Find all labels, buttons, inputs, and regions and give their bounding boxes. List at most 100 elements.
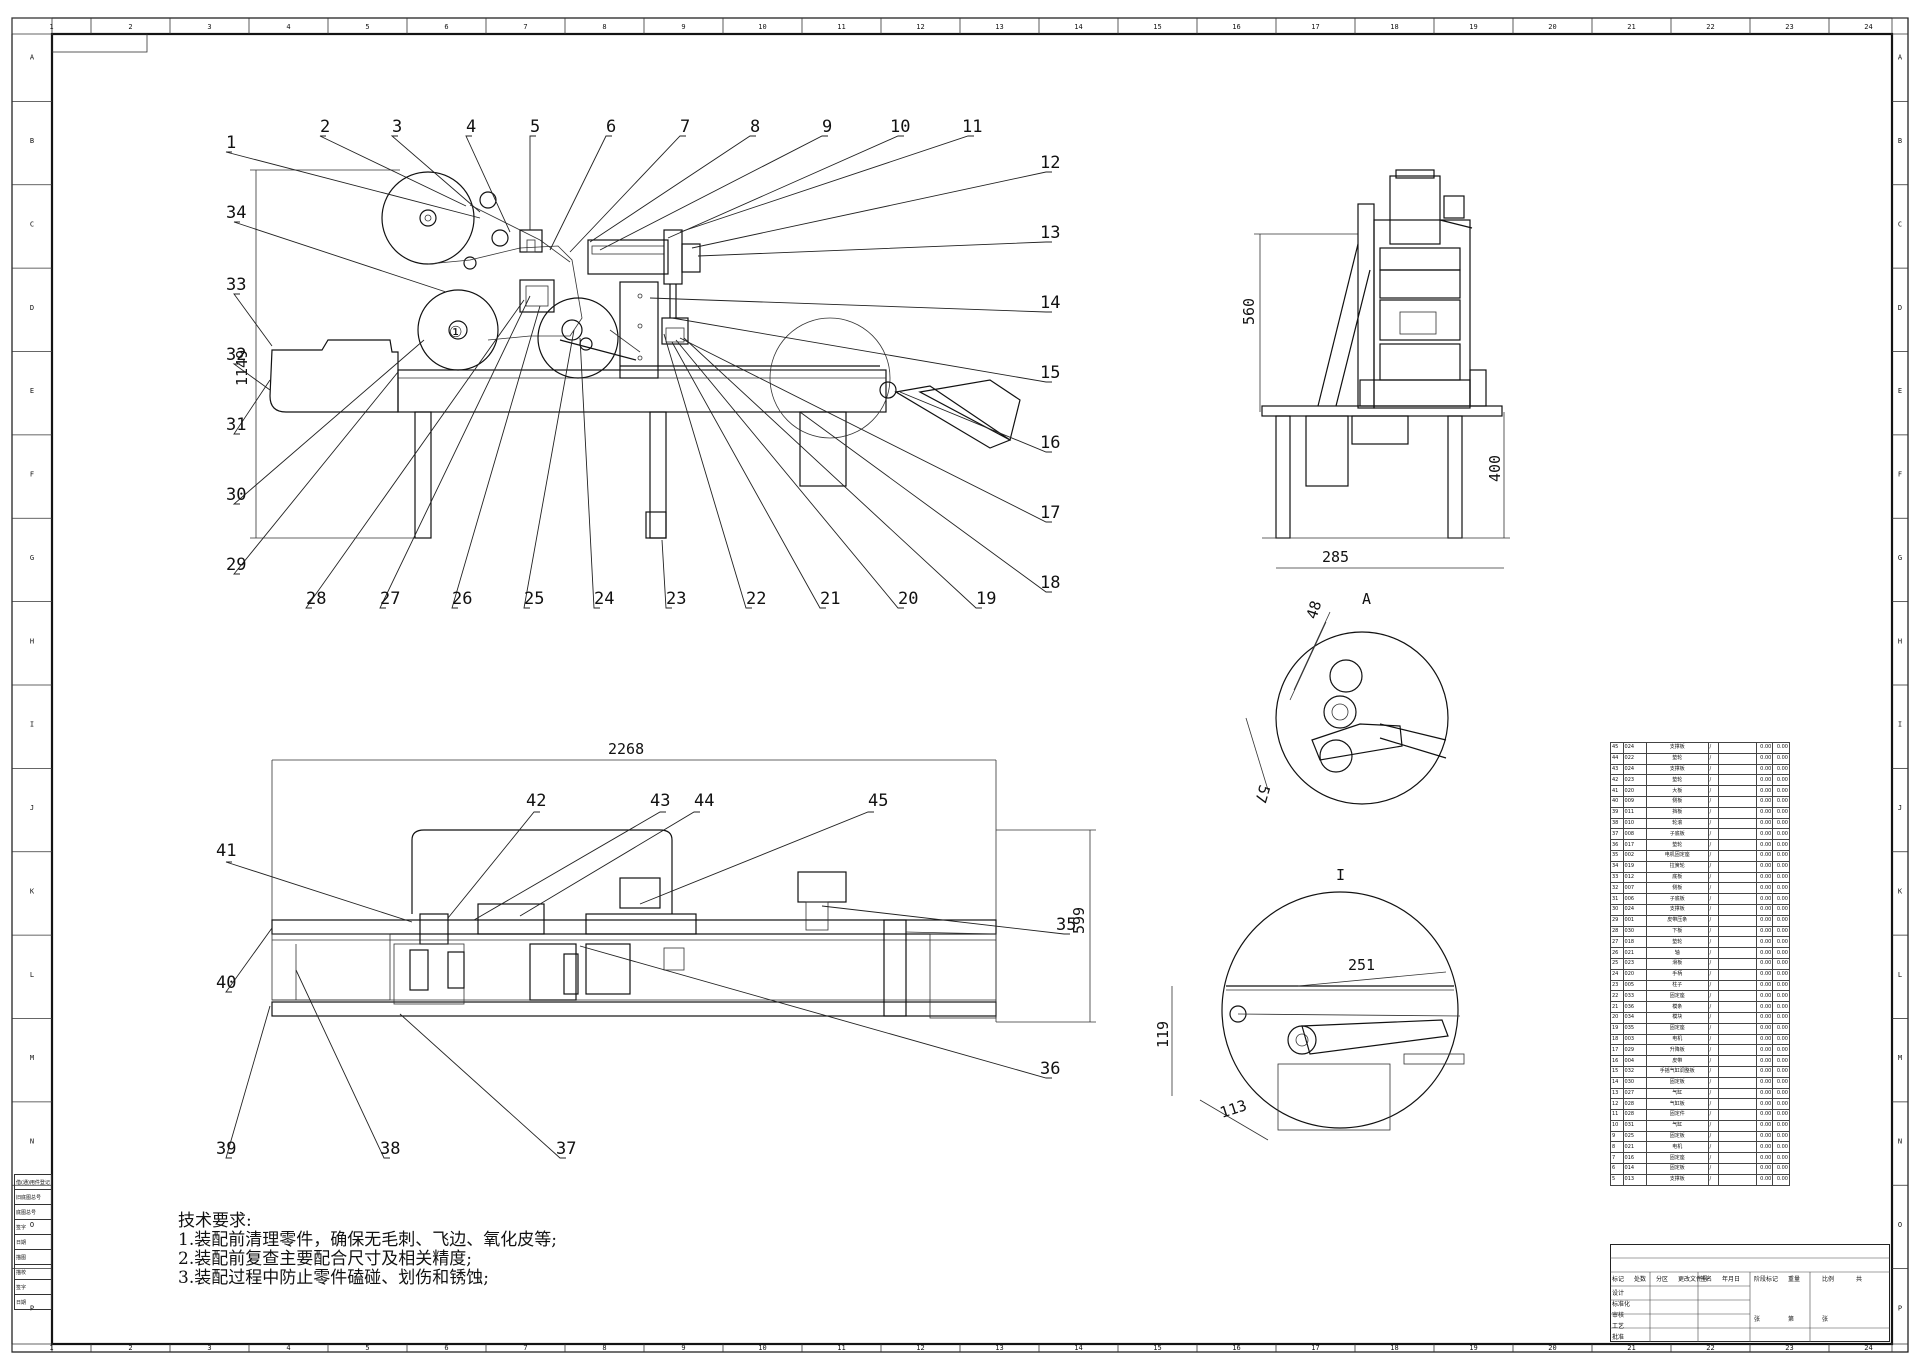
- balloon-labels: 1 2 3 4 5 6 7 8 9 10 11 12 13 14 15 16 1…: [216, 117, 1076, 1159]
- bom-cell: /: [1707, 742, 1719, 754]
- title-block-label: 处数: [1634, 1276, 1647, 1283]
- bom-cell: 021: [1622, 1141, 1647, 1154]
- detail-i: I 251 119 113: [1154, 866, 1465, 1141]
- notes-title: 技术要求:: [178, 1211, 252, 1231]
- balloon-44: 44: [694, 791, 714, 811]
- bom-cell: 0.00: [1772, 752, 1790, 765]
- bom-cell: 023: [1622, 957, 1647, 970]
- bom-cell: 29: [1610, 914, 1624, 927]
- bom-cell-empty: [1717, 1098, 1757, 1111]
- bom-cell: /: [1707, 1011, 1719, 1024]
- bom-cell: 6: [1610, 1163, 1624, 1175]
- bom-cell: 0.00: [1755, 785, 1774, 797]
- bom-cell: 气缸: [1645, 1087, 1709, 1100]
- bom-cell: 38: [1610, 817, 1624, 830]
- bom-cell: 18: [1610, 1033, 1624, 1046]
- bom-cell: 0.00: [1755, 1109, 1774, 1121]
- title-block-label: 标记: [1612, 1276, 1625, 1283]
- bom-cell-empty: [1717, 1044, 1757, 1057]
- notes-line-3: 3.装配过程中防止零件磕碰、划伤和锈蚀;: [178, 1268, 489, 1288]
- grid-label-bottom: 7: [523, 1344, 527, 1352]
- title-block-grid: [1610, 1244, 1890, 1342]
- grid-label-side: I: [1898, 721, 1902, 729]
- bom-cell: 0.00: [1755, 1152, 1774, 1165]
- bom-cell: 0.00: [1755, 828, 1774, 841]
- bom-cell: 9: [1610, 1130, 1624, 1143]
- balloon-25: 25: [524, 589, 544, 609]
- grid-label-side: M: [30, 1054, 34, 1062]
- bom-cell: 底板: [1645, 871, 1709, 884]
- bom-cell: 垫轮: [1645, 752, 1709, 765]
- bom-cell: 013: [1622, 1173, 1647, 1186]
- grid-label-top: 3: [207, 23, 211, 31]
- bom-cell: 0.00: [1755, 1065, 1774, 1078]
- bom-cell: /: [1707, 1152, 1719, 1165]
- bom-cell: 0.00: [1755, 1098, 1774, 1111]
- bom-cell: /: [1707, 936, 1719, 949]
- bom-cell: 0.00: [1772, 1119, 1790, 1132]
- title-block-label: 第: [1788, 1316, 1795, 1323]
- bom-cell: /: [1707, 968, 1719, 981]
- bom-cell: 轴: [1645, 947, 1709, 959]
- bom-cell: 018: [1622, 936, 1647, 949]
- balloon-21: 21: [820, 589, 840, 609]
- bom-cell: 024: [1622, 742, 1647, 754]
- bom-cell: 皮带: [1645, 1055, 1709, 1067]
- rev-row: 日期: [14, 1294, 52, 1310]
- bom-cell: 轮滚: [1645, 817, 1709, 830]
- bom-cell: 手柄: [1645, 968, 1709, 981]
- bom-cell: 0.00: [1755, 871, 1774, 884]
- bom-cell: 002: [1622, 849, 1647, 862]
- rev-row: 签字: [14, 1219, 52, 1235]
- notes-line-2: 2.装配前复查主要配合尺寸及相关精度;: [178, 1249, 472, 1269]
- bom-cell-empty: [1717, 785, 1757, 797]
- bom-cell: 0.00: [1755, 925, 1774, 938]
- bom-cell: 010: [1622, 817, 1647, 830]
- bom-cell: 34: [1610, 860, 1624, 873]
- bom-cell-empty: [1717, 795, 1757, 808]
- balloon-38: 38: [380, 1139, 400, 1159]
- bom-cell: 滑板: [1645, 957, 1709, 970]
- bom-cell-empty: [1717, 1055, 1757, 1067]
- bom-cell: 030: [1622, 925, 1647, 938]
- bom-cell: 7: [1610, 1152, 1624, 1165]
- leader-lines: [225, 135, 1070, 1159]
- grid-label-top: 24: [1864, 23, 1872, 31]
- bom-cell: /: [1707, 1076, 1719, 1089]
- bom-cell: 0.00: [1755, 1130, 1774, 1143]
- grid-label-side: F: [30, 471, 34, 479]
- bom-cell: 11: [1610, 1109, 1624, 1121]
- bom-cell: 垫轮: [1645, 839, 1709, 851]
- grid-label-bottom: 24: [1864, 1344, 1872, 1352]
- title-block-label: 分区: [1656, 1276, 1669, 1283]
- rev-row: 签字: [14, 1279, 52, 1295]
- title-block-label: 审核: [1612, 1312, 1625, 1319]
- bom-cell: /: [1707, 1033, 1719, 1046]
- bom-cell-empty: [1717, 774, 1757, 787]
- bom-cell: 009: [1622, 795, 1647, 808]
- grid-label-side: F: [1898, 471, 1902, 479]
- side-view: 560 400 285 A: [1240, 169, 1510, 608]
- bom-cell: 036: [1622, 1001, 1647, 1013]
- bom-cell: /: [1707, 1098, 1719, 1111]
- balloon-3: 3: [392, 117, 402, 137]
- grid-label-top: 12: [916, 23, 924, 31]
- dim-side-height: 560: [1240, 298, 1258, 325]
- dim-detail-a-1: 48: [1303, 598, 1326, 621]
- bom-cell: 0.00: [1772, 1022, 1790, 1035]
- bom-cell-empty: [1717, 979, 1757, 992]
- top-view: 2268 599: [271, 740, 1096, 1023]
- bom-cell: 0.00: [1755, 1055, 1774, 1067]
- bom-cell: 30: [1610, 903, 1624, 916]
- bom-cell: 17: [1610, 1044, 1624, 1057]
- bom-cell: /: [1707, 849, 1719, 862]
